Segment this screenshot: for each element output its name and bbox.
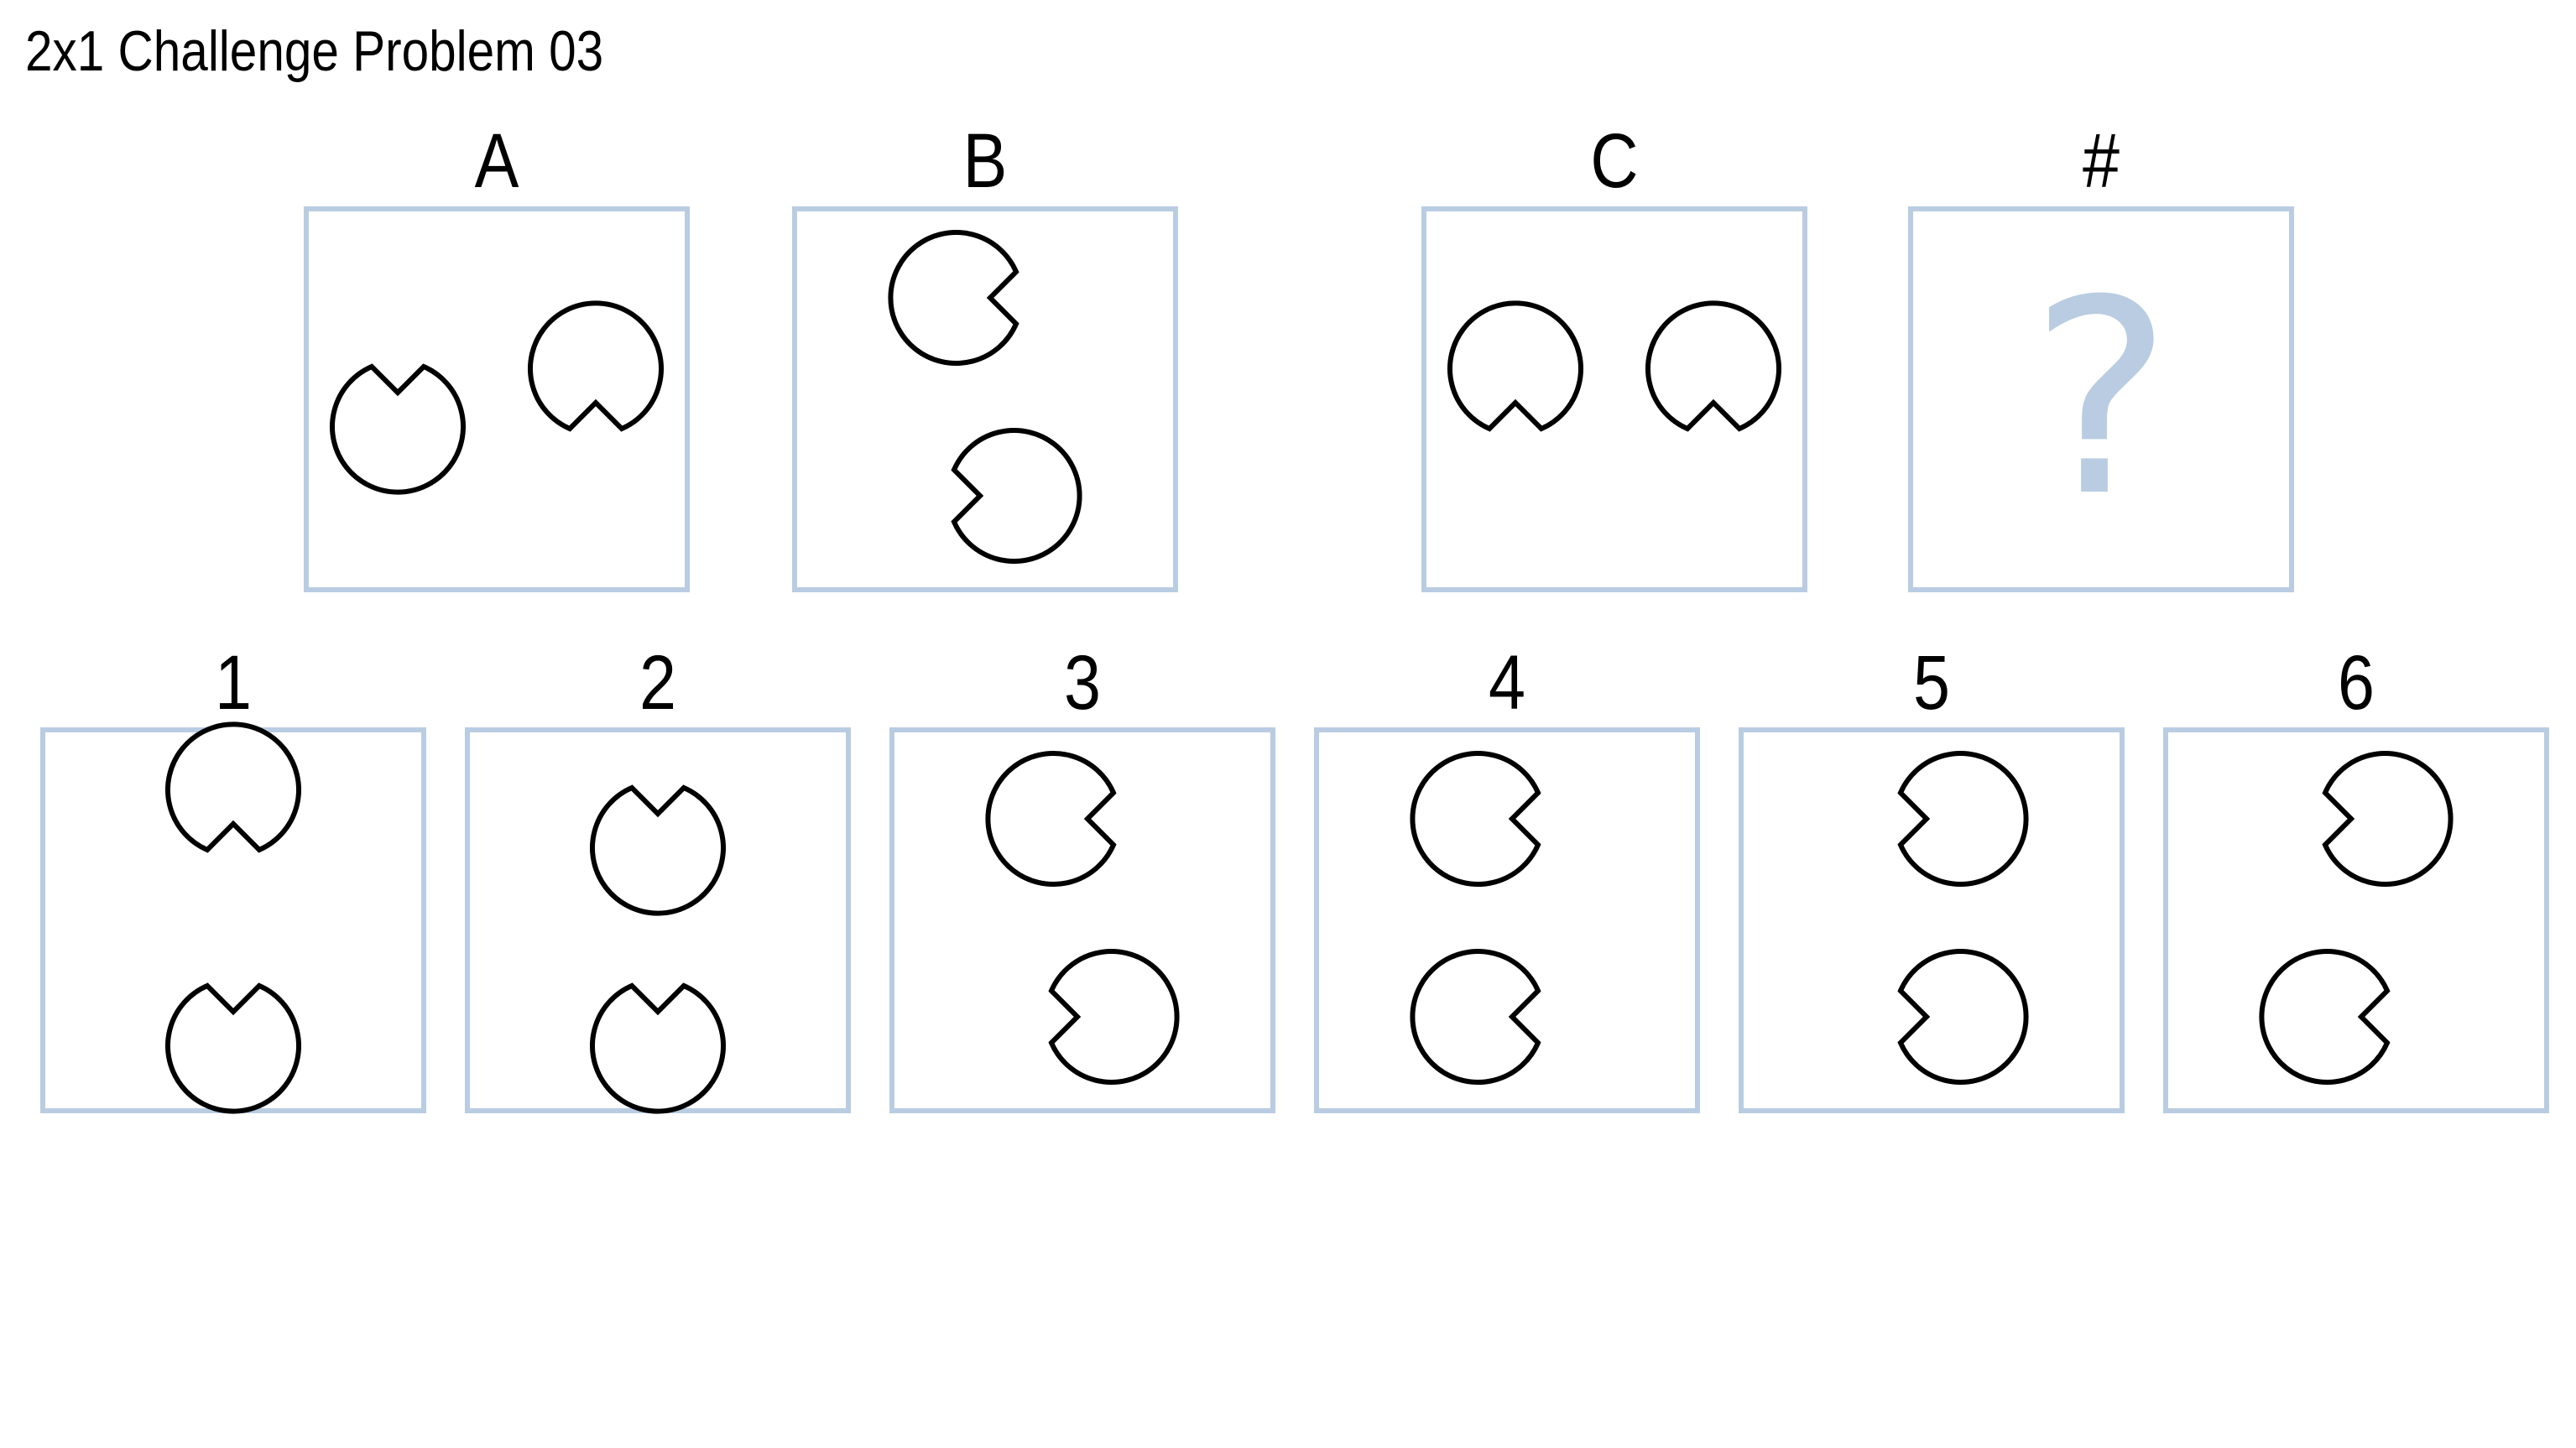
pacman-mouth-down-outline — [528, 300, 664, 432]
pacman-mouth-right-shape — [888, 230, 1053, 366]
pacman-mouth-right-outline — [1410, 949, 1541, 1085]
option-label-1: 1 — [214, 640, 252, 726]
pacman-mouth-up-shape — [330, 330, 466, 495]
pacman-mouth-right-shape — [1410, 751, 1575, 887]
panel-a — [304, 206, 690, 592]
panel-label-c: C — [1590, 118, 1639, 204]
question-mark: ? — [2030, 243, 2172, 555]
option-4[interactable] — [1314, 727, 1700, 1113]
pacman-mouth-right-shape — [1410, 949, 1575, 1085]
pacman-mouth-up-outline — [330, 363, 466, 495]
pacman-mouth-up-shape — [165, 949, 301, 1114]
pacman-mouth-down-shape — [1645, 300, 1781, 466]
panel-label-a: A — [474, 118, 519, 204]
pacman-mouth-down-outline — [165, 721, 301, 853]
option-label-2: 2 — [639, 640, 676, 726]
pacman-mouth-right-outline — [888, 230, 1019, 366]
option-2[interactable] — [465, 727, 851, 1114]
pacman-mouth-down-shape — [1447, 300, 1583, 466]
pacman-mouth-up-outline — [590, 784, 726, 916]
panel-label-b: B — [962, 118, 1008, 204]
panel-answer: ? — [1908, 206, 2294, 592]
pacman-mouth-right-shape — [985, 751, 1150, 887]
page-title: 2x1 Challenge Problem 03 — [25, 19, 604, 83]
pacman-mouth-right-outline — [2259, 949, 2391, 1085]
panel-label-answer: # — [2082, 118, 2120, 204]
pacman-mouth-down-outline — [1447, 300, 1583, 432]
option-label-6: 6 — [2337, 640, 2375, 726]
pacman-mouth-right-outline — [985, 751, 1117, 887]
pacman-mouth-left-outline — [1897, 751, 2029, 887]
pacman-mouth-left-outline — [951, 428, 1082, 564]
option-label-4: 4 — [1488, 640, 1525, 726]
pacman-mouth-left-shape — [2288, 751, 2453, 887]
pacman-mouth-down-shape — [528, 300, 664, 466]
panel-b — [792, 206, 1178, 592]
pacman-mouth-right-outline — [1410, 751, 1541, 887]
pacman-mouth-left-shape — [1864, 949, 2029, 1085]
pacman-mouth-left-outline — [2322, 751, 2453, 887]
option-6[interactable] — [2163, 727, 2549, 1113]
option-1[interactable] — [40, 721, 426, 1114]
pacman-mouth-left-shape — [917, 428, 1082, 564]
pacman-mouth-left-shape — [1014, 949, 1180, 1085]
pacman-mouth-left-outline — [1048, 949, 1180, 1085]
pacman-mouth-down-outline — [1645, 300, 1781, 432]
pacman-mouth-right-shape — [2259, 949, 2424, 1085]
pacman-mouth-up-shape — [590, 751, 726, 916]
pacman-mouth-left-shape — [1864, 751, 2029, 887]
option-5[interactable] — [1739, 727, 2125, 1113]
option-3[interactable] — [889, 727, 1275, 1113]
option-label-3: 3 — [1063, 640, 1101, 726]
pacman-mouth-left-outline — [1897, 949, 2029, 1085]
pacman-mouth-down-shape — [165, 721, 301, 887]
pacman-mouth-up-outline — [165, 982, 301, 1114]
pacman-mouth-up-outline — [590, 982, 726, 1114]
pacman-mouth-up-shape — [590, 949, 726, 1114]
panel-c — [1421, 206, 1807, 592]
option-label-5: 5 — [1912, 640, 1950, 726]
